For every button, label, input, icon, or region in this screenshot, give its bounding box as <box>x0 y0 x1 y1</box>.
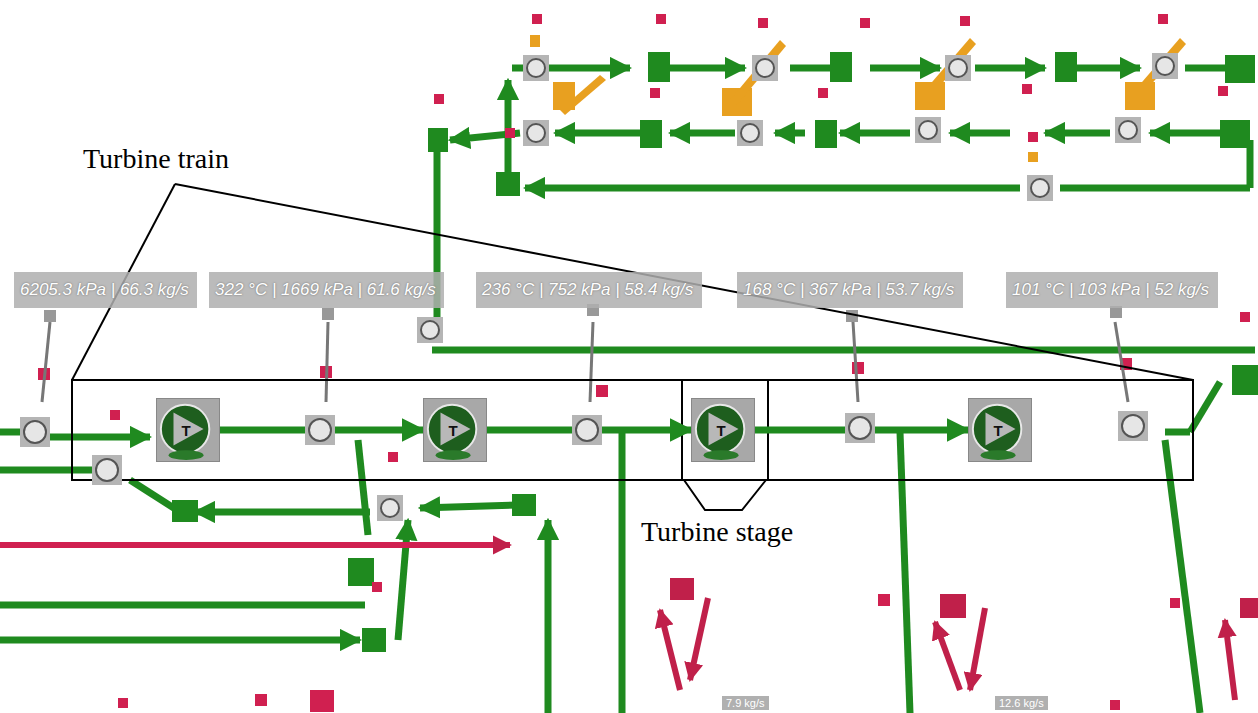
measurement-label: 6205.3 kPa | 66.3 kg/s <box>14 272 197 308</box>
turbine-stage-box: T <box>968 398 1032 462</box>
measurement-text: 168 °C | 367 kPa | 53.7 kg/s <box>743 280 954 299</box>
turbine-stage-box: T <box>691 398 755 462</box>
measurement-text: 101 °C | 103 kPa | 52 kg/s <box>1012 280 1209 299</box>
measurement-text: 236 °C | 752 kPa | 58.4 kg/s <box>482 280 693 299</box>
callout-label: Turbine train <box>80 143 232 175</box>
measurement-label: 322 °C | 1669 kPa | 61.6 kg/s <box>209 272 444 308</box>
turbine-letter: T <box>424 399 482 461</box>
flow-label: 12.6 kg/s <box>995 696 1048 710</box>
turbine-letter: T <box>157 399 215 461</box>
turbine-stage-box: T <box>423 398 487 462</box>
turbine-letter: T <box>969 399 1027 461</box>
turbine-stage-box: T <box>156 398 220 462</box>
flow-label: 7.9 kg/s <box>722 696 769 710</box>
turbine-letter: T <box>692 399 750 461</box>
measurement-text: 322 °C | 1669 kPa | 61.6 kg/s <box>215 280 436 299</box>
measurement-label: 168 °C | 367 kPa | 53.7 kg/s <box>737 272 963 308</box>
callout-label: Turbine stage <box>638 516 796 548</box>
measurement-label: 236 °C | 752 kPa | 58.4 kg/s <box>476 272 702 308</box>
measurement-text: 6205.3 kPa | 66.3 kg/s <box>20 280 189 299</box>
measurement-label: 101 °C | 103 kPa | 52 kg/s <box>1006 272 1218 308</box>
